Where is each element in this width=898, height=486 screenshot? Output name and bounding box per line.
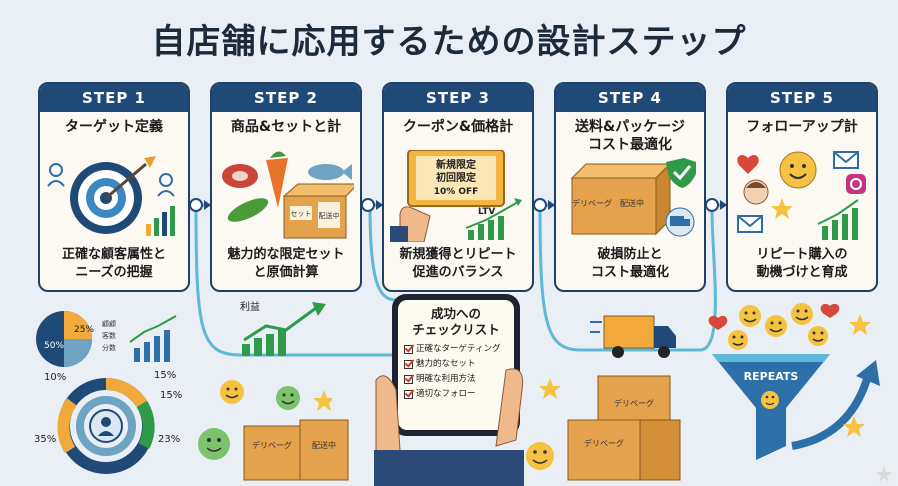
checklist-item: 適切なフォロー [404,387,508,402]
target-icon [47,156,175,236]
step-description: 破損防止と コスト最適化 [590,247,669,280]
smiley-icon [198,428,230,460]
donut-label: 23% [158,434,180,445]
connector-node [189,198,203,212]
repeats-funnel: REPEATS [708,303,892,482]
delivery-boxes-left: デリベーグ 配送中 [243,419,349,481]
coupon-line: 新規限定 [436,158,476,171]
step-card-3: STEP 3 クーポン&価格計 新規限定 初回限定 10% OFF LTV 新規… [382,82,534,292]
smiley-icon [728,330,748,350]
smiley-icon [765,315,787,337]
step-label: STEP 2 [212,84,360,112]
step-name: ターゲット定義 [65,119,163,135]
step-description: 新規獲得とリピート 促進のバランス [399,247,517,280]
chart-label: LTV [478,207,495,217]
smiley-icon [761,391,779,409]
donut-label: 35% [34,434,56,445]
package-icon: デリベーグ 配送中 [570,158,696,237]
step-card-1: STEP 1 ターゲット定義 正確な顧客属性と ニーズの把握 [38,82,190,292]
donut-label: 15% [160,390,182,401]
page-title: 自店舗に応用するための設計ステップ [151,22,747,62]
coupon-line: 初回限定 [436,171,476,184]
checklist-item: 明確な利用方法 [404,372,508,387]
customer-donut-chart: 10% 15% 15% 35% 23% [34,370,182,474]
step-card-5: STEP 5 フォローアップ計 リピート購入の 動機づけと育成 [726,82,878,292]
smiley-icon [276,386,300,410]
chart-label: 利益 [240,300,260,313]
step-name: クーポン&価格計 [402,119,514,135]
step-name: フォローアップ計 [746,119,858,135]
coupon-icon: 新規限定 初回限定 10% OFF LTV [390,150,522,242]
step-description: 魅力的な限定セット と原価計算 [227,247,345,280]
step-name: 商品&セットと計 [230,119,342,135]
box-label: 配送中 [620,198,644,208]
legend-label: 客数 [102,331,116,340]
smiley-icon [739,305,761,327]
coupon-line: 10% OFF [434,187,479,197]
box-label: デリベーグ [572,198,612,208]
checklist-phone: 成功への チェックリスト 正確なターゲティング 魅力的なセット 明確な利用方法 … [392,294,520,436]
step-description: 正確な顧客属性と ニーズの把握 [61,247,166,280]
step-label: STEP 4 [556,84,704,112]
checkbox-checked-icon [404,345,413,354]
smiley-icon [808,326,828,346]
follow-up-icon [737,151,866,240]
smiley-icon [526,442,554,470]
smiley-group-center [526,378,561,470]
step-label: STEP 5 [728,84,876,112]
box-label: 配送中 [319,211,340,220]
legend-label: 分数 [102,343,116,352]
legend-label: 顧顧 [102,319,116,328]
donut-label: 10% [44,372,66,383]
connector-node [533,198,547,212]
delivery-truck-icon [590,315,676,358]
checklist-item: 正確なターゲティング [404,342,508,357]
step-label: STEP 1 [40,84,188,112]
donut-label: 15% [154,370,176,381]
step-name: 送料&パッケージ コスト最適化 [575,119,685,153]
food-set-icon: セット 配送中 [222,151,354,239]
hand-icon [374,368,524,486]
customer-pie-chart: 25% 50% 顧顧 客数 分数 [36,311,177,367]
connector-node [705,198,719,212]
smiley-icon [791,303,813,325]
smiley-icon [220,380,244,404]
step-card-4: STEP 4 送料&パッケージ コスト最適化 デリベーグ 配送中 破損防止と コ… [554,82,706,292]
checklist-item: 魅力的なセット [404,357,508,372]
checkbox-checked-icon [404,390,413,399]
checkbox-checked-icon [404,375,413,384]
profit-chart: 利益 [240,300,326,356]
step-card-2: STEP 2 商品&セットと計 セット 配送中 魅力的な限定セット と原価計算 [210,82,362,292]
smiley-group-left [198,380,332,460]
delivery-boxes-right: デリベーグ デリベーグ [567,375,681,481]
box-label: セット [291,210,312,218]
box-label: デリベーグ [614,398,654,408]
box-label: デリベーグ [252,440,292,450]
box-label: 配送中 [312,440,336,450]
pie-label: 25% [74,325,94,335]
box-label: デリベーグ [584,438,624,448]
checklist-title: 成功への チェックリスト [412,306,500,337]
funnel-label: REPEATS [744,370,799,383]
pie-label: 50% [44,341,64,351]
connector-node [361,198,375,212]
checkbox-checked-icon [404,360,413,369]
step-label: STEP 3 [384,84,532,112]
step-description: リピート購入の 動機づけと育成 [756,247,848,280]
checklist-card: 成功への チェックリスト 正確なターゲティング 魅力的なセット 明確な利用方法 … [398,300,514,430]
